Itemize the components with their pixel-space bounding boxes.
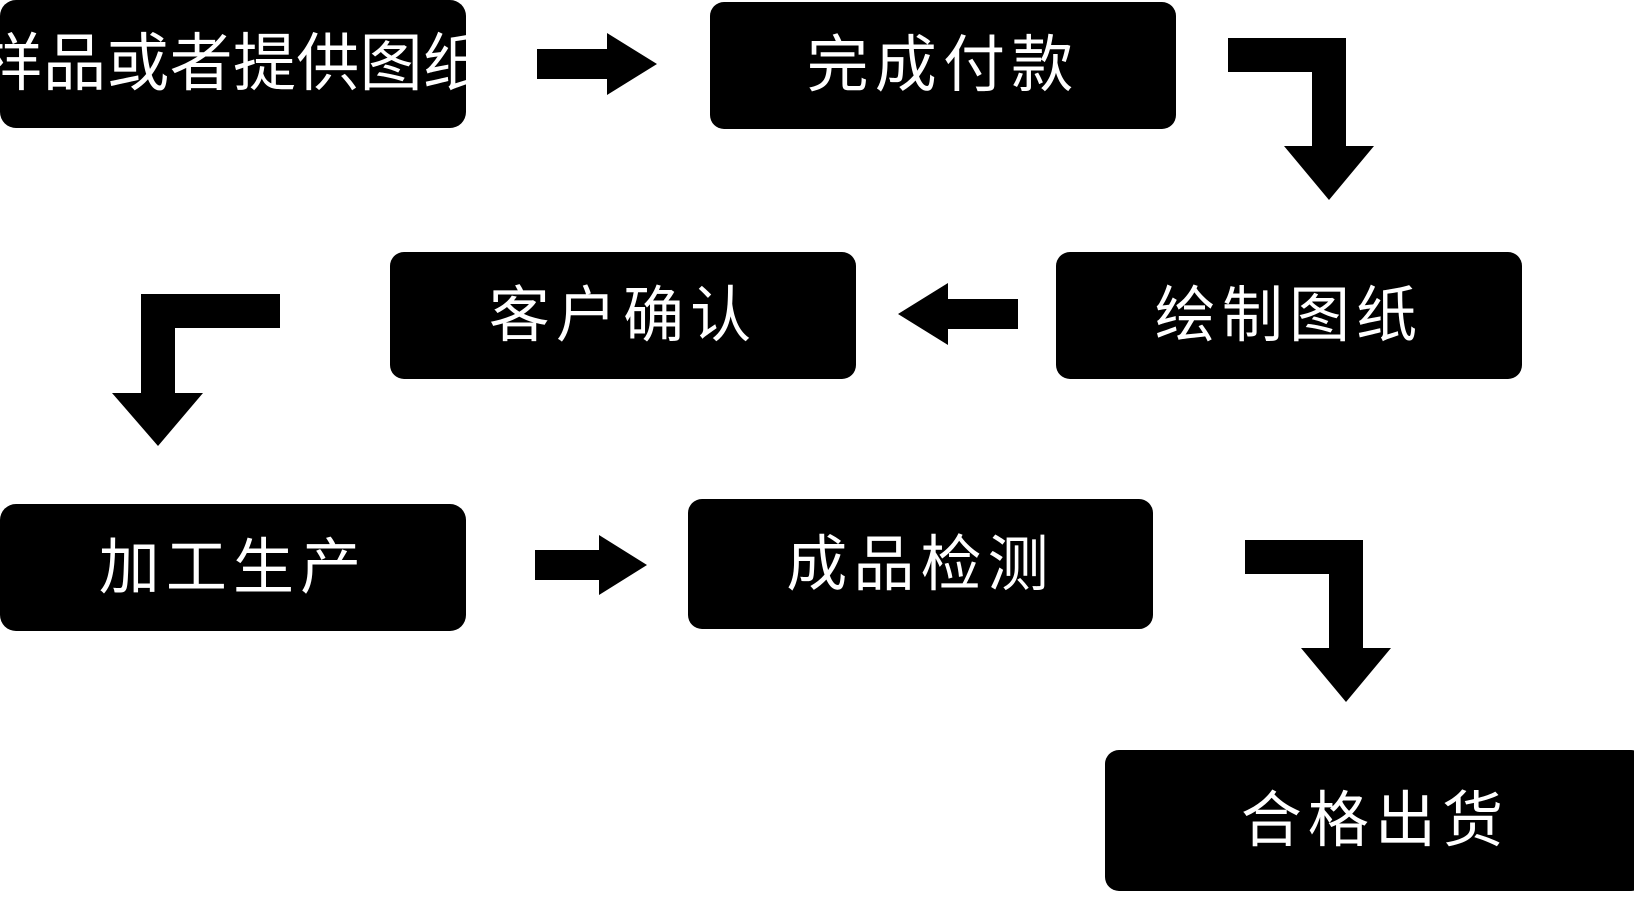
node-inspect[interactable]: 成品检测: [688, 499, 1153, 629]
node-payment[interactable]: 完成付款: [710, 2, 1176, 129]
arrow-elbow-down-icon-confirm-to-produce: [112, 294, 292, 446]
node-confirm[interactable]: 客户确认: [390, 252, 856, 379]
node-sample[interactable]: 样品或者提供图纸: [0, 0, 486, 128]
node-payment-label: 完成付款: [806, 30, 1080, 100]
arrow-left-icon-drawing-to-confirm: [898, 283, 1018, 345]
node-inspect-label: 成品检测: [786, 529, 1055, 598]
node-ship-label: 合格出货: [1240, 786, 1510, 854]
arrow-right-icon-sample-to-payment: [537, 33, 657, 95]
arrow-right-icon-produce-to-inspect: [535, 535, 647, 595]
arrow-elbow-down-icon-inspect-to-ship: [1245, 540, 1425, 702]
node-drawing-label: 绘制图纸: [1154, 281, 1424, 349]
arrow-elbow-down-icon-payment-to-drawing: [1228, 38, 1408, 200]
node-produce-label: 加工生产: [98, 533, 368, 601]
node-produce[interactable]: 加工生产: [0, 504, 466, 631]
node-sample-label: 样品或者提供图纸: [0, 28, 487, 99]
node-drawing[interactable]: 绘制图纸: [1056, 252, 1522, 379]
node-confirm-label: 客户确认: [488, 281, 758, 349]
node-ship[interactable]: 合格出货: [1105, 750, 1634, 891]
